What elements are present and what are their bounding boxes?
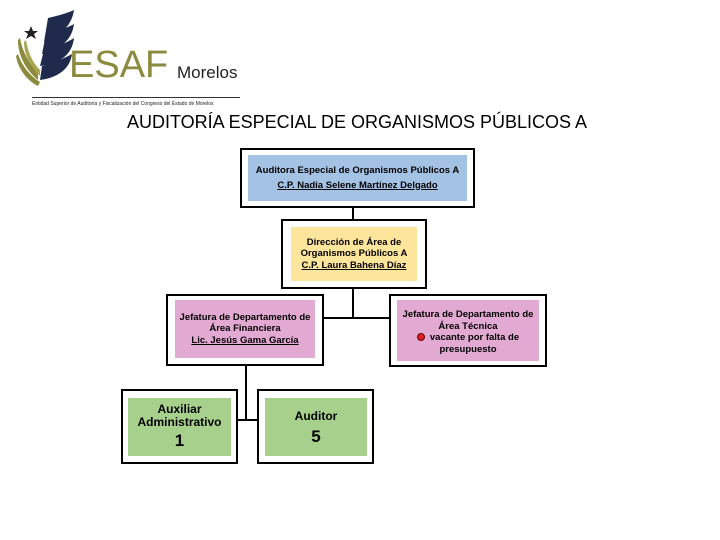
node-title-line1: Dirección de Área de bbox=[306, 236, 402, 248]
node-jefatura-financiera-fill: Jefatura de Departamento de Área Financi… bbox=[175, 300, 315, 358]
logo-divider bbox=[32, 97, 240, 98]
node-jefatura-tecnica-fill: Jefatura de Departamento de Área Técnica… bbox=[397, 300, 539, 361]
logo-subtitle: Entidad Superior de Auditoría y Fiscaliz… bbox=[32, 101, 214, 107]
node-count: 5 bbox=[311, 427, 321, 446]
red-dot-icon bbox=[416, 333, 425, 342]
connector-branch-horizontal bbox=[322, 317, 390, 319]
connector-to-aux bbox=[236, 419, 247, 421]
node-label-line2: Administrativo bbox=[137, 415, 222, 429]
node-title-line2: Organismos Públicos A bbox=[300, 248, 408, 260]
node-auxiliar-administrativo-fill: Auxiliar Administrativo 1 bbox=[128, 398, 231, 456]
node-title: Auditora Especial de Organismos Públicos… bbox=[255, 165, 460, 176]
node-label: Auditor bbox=[294, 409, 338, 423]
logo-suffix: Morelos bbox=[177, 63, 238, 82]
esaf-logo: ESAF Morelos Entidad Superior de Auditor… bbox=[14, 10, 240, 107]
node-jefatura-tecnica: Jefatura de Departamento de Área Técnica… bbox=[389, 294, 547, 367]
node-person-name: Lic. Jesús Gama García bbox=[191, 334, 299, 346]
page-title: AUDITORÍA ESPECIAL DE ORGANISMOS PÚBLICO… bbox=[126, 112, 588, 132]
node-title-line2: Área Técnica bbox=[438, 320, 498, 332]
connector-top-direction bbox=[352, 206, 354, 220]
node-direccion-area-fill: Dirección de Área de Organismos Públicos… bbox=[291, 227, 417, 281]
node-jefatura-financiera: Jefatura de Departamento de Área Financi… bbox=[166, 294, 324, 366]
node-direccion-area: Dirección de Área de Organismos Públicos… bbox=[281, 219, 427, 289]
vacancy-text-line1: vacante por falta de bbox=[429, 332, 520, 343]
node-label-line1: Auxiliar bbox=[157, 402, 202, 416]
node-count: 1 bbox=[174, 431, 185, 450]
node-person-name: C.P. Nadia Selene Martínez Delgado bbox=[277, 179, 438, 191]
logo-wordmark: ESAF bbox=[69, 44, 169, 86]
laurel-star-icon bbox=[16, 10, 74, 86]
node-auditora-especial: Auditora Especial de Organismos Públicos… bbox=[240, 148, 475, 208]
connector-direction-branch bbox=[352, 287, 354, 318]
node-person-name: C.P. Laura Bahena Díaz bbox=[301, 259, 407, 271]
connector-finance-down bbox=[245, 365, 247, 420]
node-auditor: Auditor 5 bbox=[257, 389, 374, 464]
vacancy-status: vacante por falta de bbox=[416, 332, 520, 344]
node-auditor-fill: Auditor 5 bbox=[265, 398, 367, 456]
node-title-line2: Área Financiera bbox=[209, 323, 281, 335]
node-auxiliar-administrativo: Auxiliar Administrativo 1 bbox=[121, 389, 238, 464]
node-title-line1: Jefatura de Departamento de bbox=[179, 311, 311, 323]
connector-to-auditor bbox=[246, 419, 258, 421]
vacancy-text-line2: presupuesto bbox=[439, 343, 497, 355]
node-auditora-especial-fill: Auditora Especial de Organismos Públicos… bbox=[248, 155, 467, 201]
node-title-line1: Jefatura de Departamento de bbox=[402, 309, 534, 320]
